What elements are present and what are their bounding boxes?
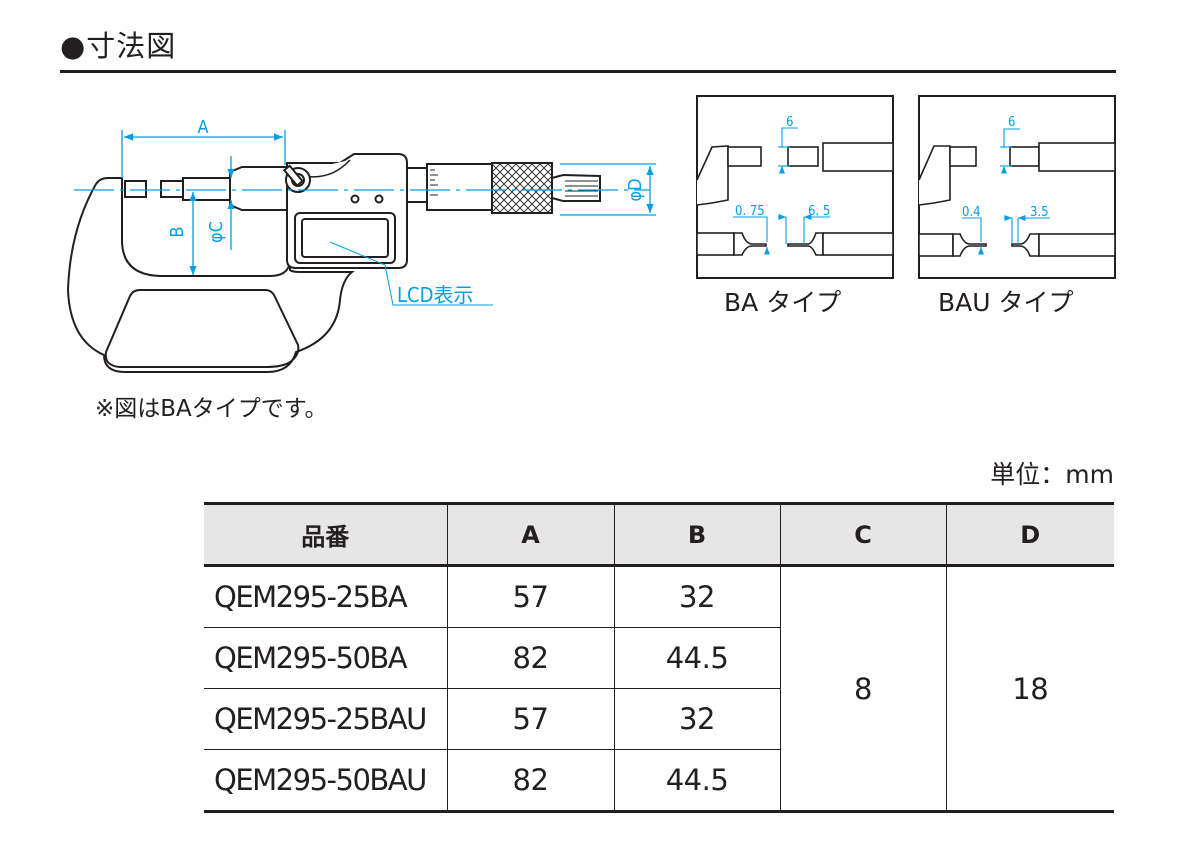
dim-c-label: φC: [206, 221, 227, 243]
table-row: QEM295-50BA 82 44.5: [204, 627, 1114, 689]
micrometer-drawing: A B φC φD LCD表示 6 0. 75 6. 5: [66, 95, 1116, 374]
header-a: A: [446, 502, 615, 567]
dimension-table: 品番 A B C D QEM295-25BA 57 32 8 18 QEM295…: [204, 502, 1114, 813]
figure-note: ※図はBAタイプです。: [95, 396, 328, 422]
thimble: [406, 162, 601, 214]
unit-label: 単位：mm: [990, 460, 1114, 489]
table-row: QEM295-25BA 57 32 8 18: [204, 565, 1114, 813]
ba-anvil-dim: 6: [786, 115, 793, 130]
ba-tip-length: 6. 5: [808, 204, 830, 219]
cell-a: 57: [446, 565, 615, 628]
cell-part-number: QEM295-25BAU: [204, 688, 448, 750]
dim-d-label: φD: [625, 178, 646, 201]
cell-a: 82: [446, 627, 615, 689]
cell-part-number: QEM295-50BA: [204, 627, 448, 689]
cell-a: 57: [446, 688, 615, 750]
bau-type-label: BAU タイプ: [938, 288, 1074, 317]
table-row: QEM295-50BAU 82 44.5: [204, 749, 1114, 813]
micrometer-frame: [66, 177, 355, 374]
bau-anvil-dim: 6: [1008, 115, 1015, 130]
header-c: C: [779, 502, 947, 567]
bau-detail-box: 6 0.4 3.5: [918, 95, 1116, 279]
lcd-label: LCD表示: [397, 283, 473, 307]
cell-part-number: QEM295-50BAU: [204, 749, 448, 813]
title-rule: [60, 70, 1116, 73]
cell-b: 32: [613, 688, 781, 750]
header-b: B: [613, 502, 781, 567]
ba-detail-box: 6 0. 75 6. 5: [696, 95, 894, 279]
header-part-number: 品番: [204, 502, 448, 567]
dim-b-label: B: [167, 226, 188, 237]
bau-tip-thickness: 0.4: [962, 205, 981, 220]
anvil-spindle: [124, 166, 288, 211]
cell-b: 44.5: [613, 749, 781, 813]
cell-a: 82: [446, 749, 615, 813]
ba-type-label: BA タイプ: [724, 288, 842, 317]
bau-tip-length: 3.5: [1030, 205, 1049, 220]
ba-tip-thickness: 0. 75: [735, 204, 765, 219]
table-header-row: 品番 A B C D: [204, 502, 1114, 567]
table-row: QEM295-25BAU 57 32: [204, 688, 1114, 750]
cell-part-number: QEM295-25BA: [204, 565, 448, 628]
cell-d-shared: 18: [945, 565, 1114, 813]
dim-a-label: A: [197, 117, 208, 138]
cell-b: 44.5: [613, 627, 781, 689]
section-title: ●寸法図: [60, 29, 177, 63]
header-d: D: [945, 502, 1114, 567]
cell-b: 32: [613, 565, 781, 628]
cell-c-shared: 8: [779, 565, 947, 813]
micrometer-head: [282, 153, 408, 269]
